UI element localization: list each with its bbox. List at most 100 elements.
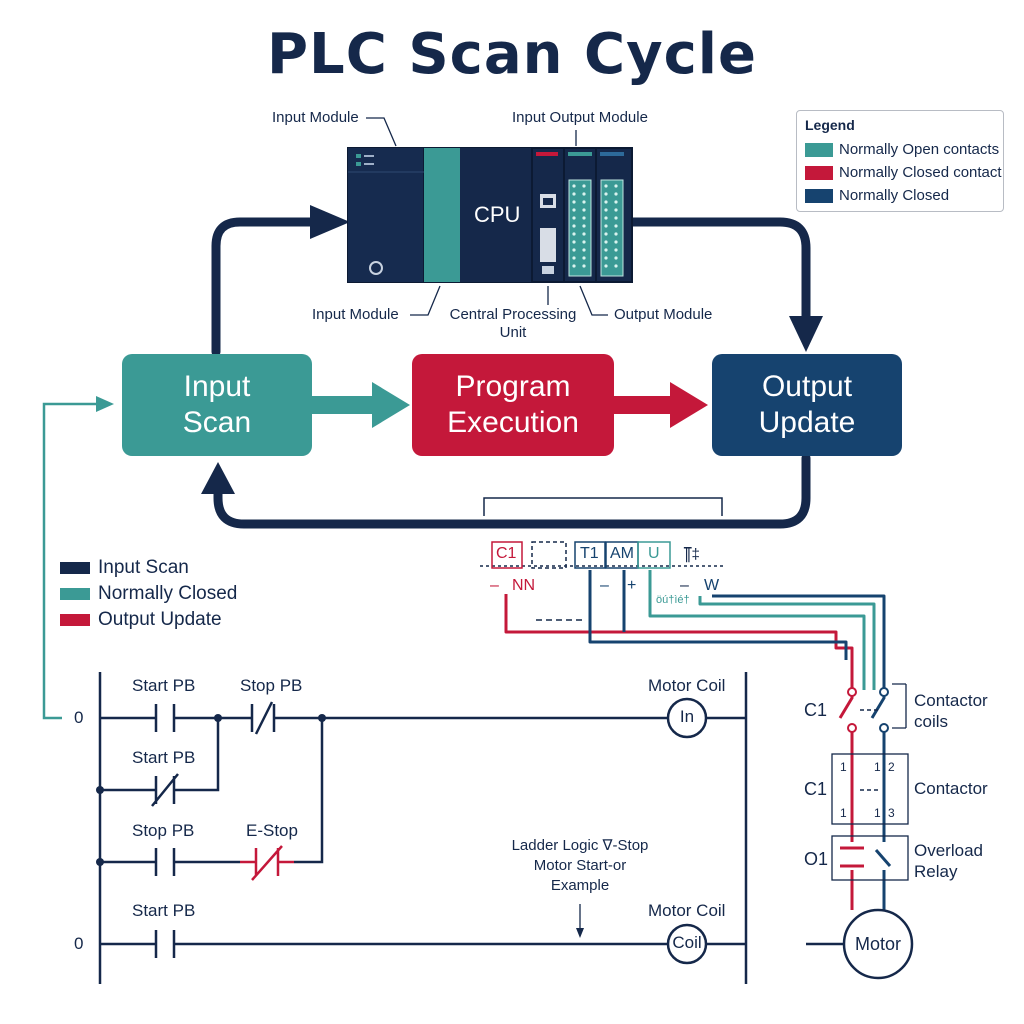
terminal-num: 1 (840, 806, 847, 820)
io-led-dot (582, 248, 586, 252)
callout-input-module-top: Input Module (272, 109, 359, 126)
io-led-dot (582, 192, 586, 196)
label-c1-top: C1 (804, 700, 828, 720)
io-led-dot (614, 224, 618, 228)
io-led-dot (572, 200, 576, 204)
io-led-dot (614, 248, 618, 252)
io-led-dot (614, 216, 618, 220)
terminal-minus-3: – (680, 577, 689, 594)
terminal-w: W (704, 577, 720, 594)
terminal-block (480, 497, 724, 569)
terminal-nn: NN (512, 577, 536, 594)
label-start-pb-2: Start PB (132, 748, 196, 767)
rung-number-2: 0 (74, 934, 84, 953)
io-led-dot (582, 200, 586, 204)
terminal-t1: T1 (580, 545, 599, 562)
loop-arrowhead-to-output (789, 316, 823, 352)
io-led-dot (572, 192, 576, 196)
io-led-dot (572, 264, 576, 268)
legend-swatch-red (805, 165, 833, 180)
terminal-am: AM (610, 545, 634, 562)
legend-label: Normally Open contacts (839, 141, 1000, 158)
scan-cycle-loop (211, 217, 811, 529)
control-wiring (504, 570, 886, 690)
terminal-garbled-label: öú†ìé† (656, 594, 690, 606)
label-motor-coil-2: Motor Coil (648, 901, 726, 920)
loop-arrowhead-to-input (201, 462, 235, 494)
io-led-dot (572, 184, 576, 188)
io-led-dot (572, 216, 576, 220)
io-led-dot (572, 232, 576, 236)
terminal-minus-2: – (600, 577, 609, 594)
terminal-num: 3 (888, 806, 895, 820)
ladder-junctions (96, 714, 326, 866)
io-led-dot (604, 248, 608, 252)
key-output-update: Output Update (60, 609, 222, 631)
rung-number-1: 0 (74, 708, 84, 727)
key-input-scan: Input Scan (60, 557, 189, 579)
label-start-pb-4: Start PB (132, 901, 196, 920)
coil-label: Coil (672, 933, 702, 952)
motor-label: Motor (854, 934, 901, 954)
io-led-dot (604, 192, 608, 196)
key-label: Input Scan (98, 557, 189, 578)
legend-title: Legend (805, 117, 855, 133)
key-swatch-teal (60, 588, 90, 600)
loop-arrowhead-to-plc (310, 205, 350, 239)
power-circuit (806, 683, 914, 980)
legend-label: Normally Closed contact (839, 164, 1002, 181)
io-led-dot (614, 200, 618, 204)
io-led-dot (572, 240, 576, 244)
io-led-dot (604, 200, 608, 204)
legend-item-normally-closed: Normally Closed (805, 187, 949, 204)
coil-in-label: In (679, 707, 695, 726)
io-led-dot (604, 264, 608, 268)
stage-input-scan: Input Scan (122, 354, 312, 456)
input-to-program-arrow (312, 382, 410, 428)
legend-item-nc-contact: Normally Closed contact (805, 164, 1002, 181)
io-led-dot (572, 208, 576, 212)
io-led-dot (572, 248, 576, 252)
io-led-dot (582, 208, 586, 212)
io-led-dot (614, 232, 618, 236)
legend-label: Normally Closed (839, 187, 950, 204)
key-label: Output Update (98, 609, 222, 630)
ladder-note: Ladder Logic ∇-Stop Motor Start-or Examp… (511, 837, 649, 894)
label-overload-relay: Overload Relay (914, 841, 983, 881)
io-led-dot (614, 208, 618, 212)
io-led-dot (604, 240, 608, 244)
label-motor-coil-1: Motor Coil (648, 676, 726, 695)
callout-output-module: Output Module (614, 306, 713, 323)
io-led-dot (582, 224, 586, 228)
terminal-symbol: ∥̅‡ (684, 546, 700, 563)
key-normally-closed: Normally Closed (60, 583, 237, 605)
io-led-dot (582, 240, 586, 244)
label-o1: O1 (804, 849, 829, 869)
cpu-label: CPU (474, 202, 521, 227)
io-led-dot (614, 192, 618, 196)
terminal-c1: C1 (496, 545, 517, 562)
legend-item-no-contacts: Normally Open contacts (805, 141, 999, 158)
plc-rack (347, 147, 633, 283)
key-swatch-red (60, 614, 90, 626)
callout-cpu-unit: Central Processing Unit (449, 306, 577, 341)
io-led-dot (614, 256, 618, 260)
io-led-dot (604, 232, 608, 236)
terminal-u: U (648, 545, 660, 562)
io-led-dot (582, 264, 586, 268)
label-contactor-coils: Contactor coils (914, 691, 988, 731)
feedback-line (42, 396, 114, 720)
legend-swatch-blue (805, 188, 833, 203)
io-led-dot (572, 224, 576, 228)
key-swatch-navy (60, 562, 90, 574)
ladder-diagram (98, 672, 748, 984)
label-c1-mid: C1 (804, 779, 828, 799)
io-led-dot (572, 256, 576, 260)
label-contactor: Contactor (914, 779, 988, 798)
callout-input-module-bottom: Input Module (312, 306, 399, 323)
callout-io-module: Input Output Module (512, 109, 648, 126)
io-led-dot (582, 256, 586, 260)
label-stop-pb-1: Stop PB (240, 676, 303, 695)
io-led-dot (614, 264, 618, 268)
